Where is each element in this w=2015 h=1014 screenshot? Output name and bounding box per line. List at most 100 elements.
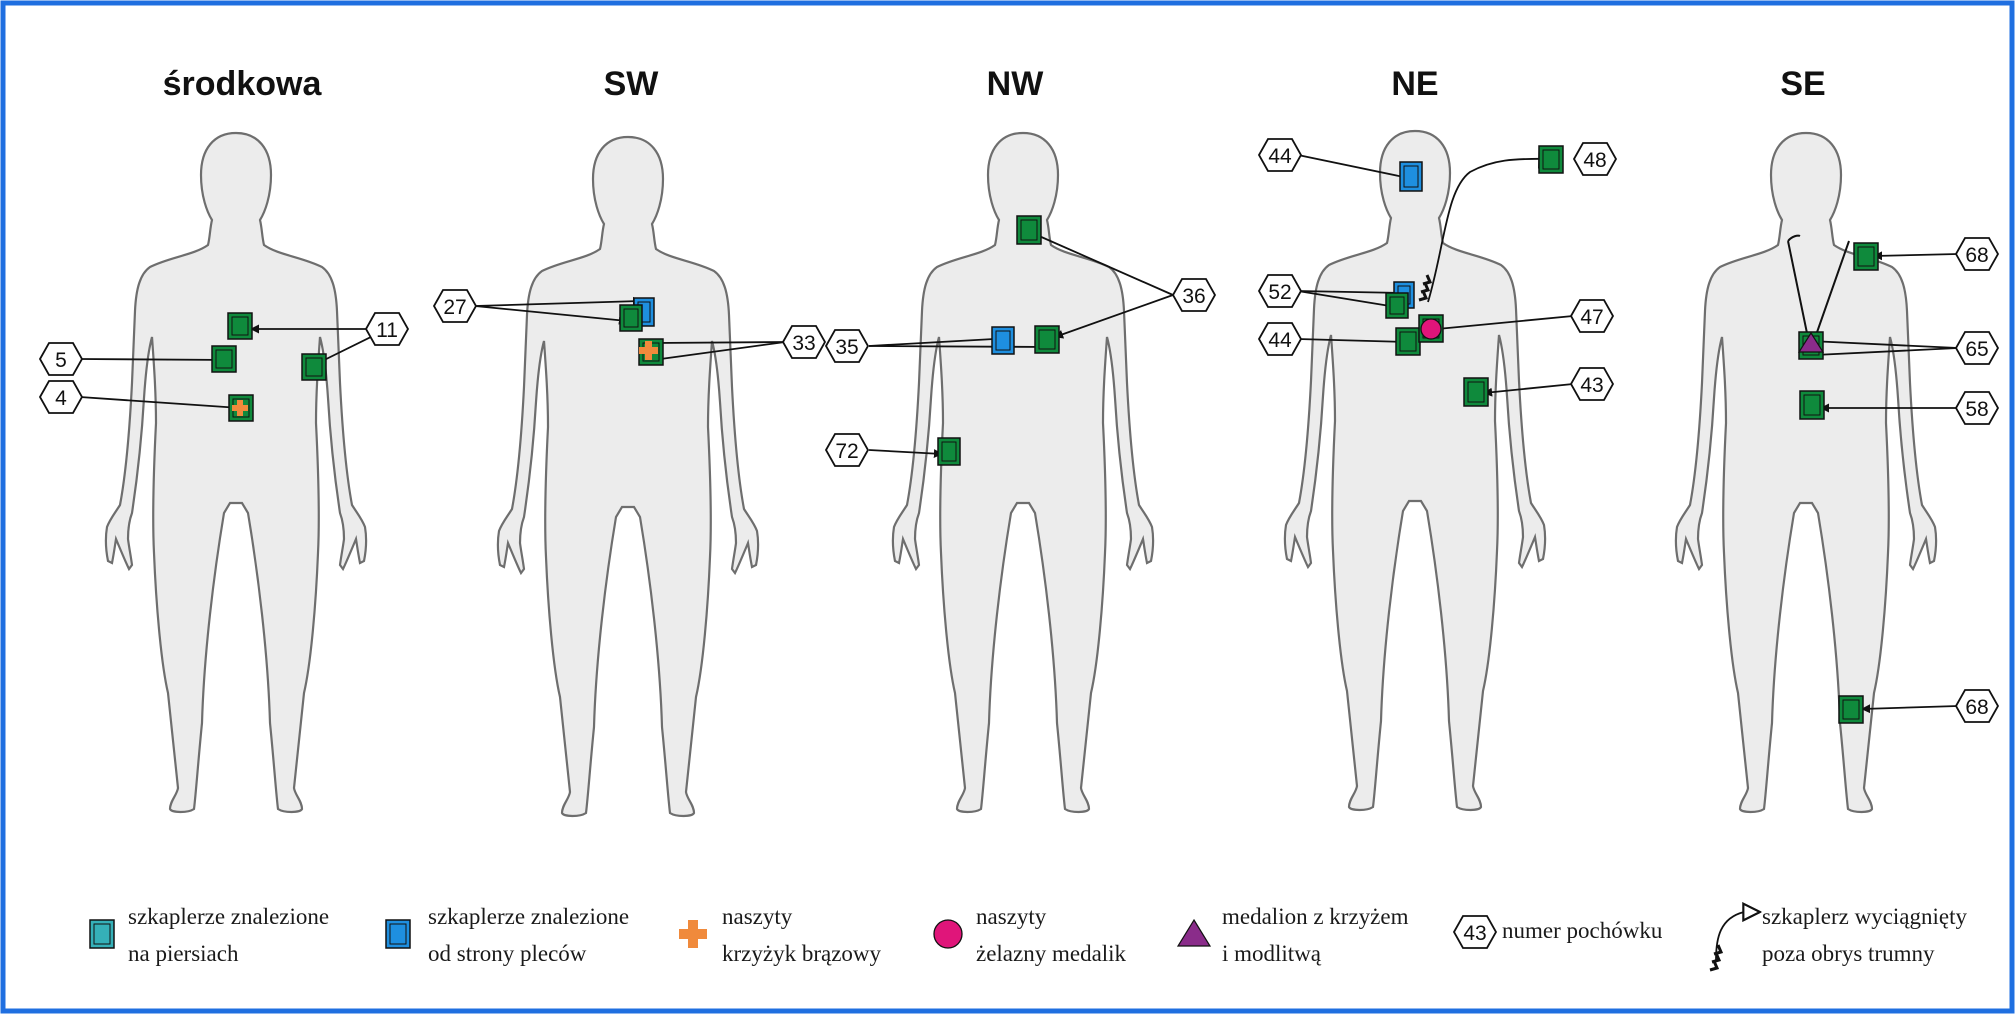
scapular-chest-icon (1385, 292, 1409, 319)
burial-number: 5 (55, 349, 67, 372)
legend-item-bronze-cross: naszyty krzyżyk brązowy (679, 904, 882, 966)
scapular-chest-icon (227, 312, 253, 340)
scapular-chest-icon (1799, 390, 1825, 420)
burial-label: 58 (1954, 391, 2000, 425)
burial-label: 47 (1569, 299, 1615, 333)
bronze-cross-icon (232, 400, 248, 416)
body-silhouette-sw (496, 135, 760, 818)
markers (211, 145, 1879, 724)
arrow-72 (868, 449, 943, 459)
legend-label-line1: medalion z krzyżem (1222, 904, 1409, 929)
burial-number: 44 (1268, 329, 1292, 352)
burial-number: 52 (1268, 281, 1291, 304)
scapular-chest-icon (937, 437, 961, 466)
arrow-4 (79, 396, 241, 412)
legend-label-line2: na piersiach (128, 941, 239, 966)
legend-label-line1: szkaplerze znalezione (428, 904, 629, 929)
arrow-27-b (474, 305, 628, 325)
legend: szkaplerze znalezione na piersiach szkap… (89, 904, 1967, 972)
section-title-ne: NE (1391, 65, 1438, 103)
burial-label: 44 (1257, 138, 1303, 172)
arrow-43 (1483, 383, 1574, 397)
legend-item-medallion: medalion z krzyżem i modlitwą (1176, 904, 1409, 966)
legend-label-line2: poza obrys trumny (1762, 941, 1935, 966)
burial-number: 72 (835, 440, 858, 463)
burial-label: 4 (38, 380, 84, 414)
iron-medal-icon (1420, 318, 1442, 340)
burial-label: 68 (1954, 689, 2000, 723)
legend-label-line2: żelazny medalik (976, 941, 1127, 966)
burial-label: 35 (824, 329, 870, 363)
legend-label-line2: i modlitwą (1222, 941, 1322, 966)
burial-label: 11 (364, 312, 410, 346)
scapular-back-icon (1399, 161, 1423, 192)
burial-label: 36 (1171, 278, 1217, 312)
medallion-triangle-legend-icon (1176, 918, 1212, 947)
legend-item-scapular-chest: szkaplerze znalezione na piersiach (89, 904, 329, 966)
section-title-sw: SW (604, 65, 660, 103)
arrow-36-a (1029, 231, 1174, 296)
burial-label: 27 (432, 289, 478, 323)
legend-item-burial-number: 43 numer pochówku (1452, 915, 1663, 949)
burial-label: 44 (1257, 322, 1303, 356)
burial-number: 33 (792, 332, 815, 355)
arrow-35-b (868, 342, 1055, 352)
scapular-chest-icon (1395, 327, 1421, 356)
scapular-chest-icon (619, 304, 643, 332)
bronze-cross-icon (639, 341, 658, 360)
arrow-65-a (1809, 336, 1959, 349)
legend-label-line1: szkaplerze znalezione (128, 904, 329, 929)
burial-label: 72 (824, 433, 870, 467)
arrow-33-b (645, 341, 786, 365)
arrow-52-b (1297, 290, 1397, 311)
arrow-27-a (474, 296, 642, 307)
arrow-35-a (868, 333, 1013, 347)
arrow-44-mid (1297, 337, 1407, 347)
burial-number: 68 (1965, 244, 1988, 267)
pulled-scapular-arrow-icon (1709, 912, 1760, 972)
scapular-chest-icon (1034, 325, 1060, 354)
burial-hexagon-icon (1452, 915, 1498, 949)
arrows (79, 155, 1959, 714)
legend-label-line1: naszyty (976, 904, 1047, 929)
scapular-chest-icon (1016, 215, 1042, 245)
arrow-36-b (1054, 294, 1174, 339)
burial-number: 58 (1965, 398, 1988, 421)
necklace-cord (1787, 234, 1850, 339)
body-silhouette-ne (1283, 129, 1547, 812)
scapular-chest-icon (1838, 695, 1864, 724)
burial-label: 68 (1954, 237, 2000, 271)
arrow-65-b (1814, 347, 1959, 360)
body-silhouette-srodkowa (104, 131, 368, 814)
section-title-srodkowa: środkowa (163, 65, 323, 103)
arrow-5 (79, 355, 234, 365)
burial-number: 4 (55, 387, 67, 410)
burial-label: 52 (1257, 274, 1303, 308)
arrow-33-a (653, 338, 786, 348)
legend-item-iron-medal: naszyty żelazny medalik (933, 904, 1127, 966)
burial-number: 65 (1965, 338, 1988, 361)
legend-item-scapular-back: szkaplerze znalezione od strony pleców (385, 904, 629, 966)
legend-item-pulled-scapular: szkaplerz wyciągnięty poza obrys trumny (1709, 904, 1967, 972)
pulled-scapular-chevrons (1418, 274, 1433, 302)
burial-label: 43 (1569, 367, 1615, 401)
legend-label-line1: szkaplerz wyciągnięty (1762, 904, 1967, 929)
section-title-nw: NW (987, 65, 1045, 103)
burial-labels: 11 5 4 27 33 36 35 72 (38, 138, 2000, 723)
burial-number: 36 (1182, 285, 1205, 308)
legend-label-line1: numer pochówku (1502, 918, 1663, 943)
burial-number: 47 (1580, 306, 1603, 329)
arrow-68-bottom (1861, 704, 1959, 714)
scapular-chest-icon (1853, 242, 1879, 271)
burial-number: 68 (1965, 696, 1988, 719)
arrow-68-top (1873, 251, 1959, 261)
arrow-pulled-48 (1427, 159, 1556, 303)
arrow-47 (1426, 315, 1574, 334)
bronze-cross-legend-icon (679, 920, 707, 948)
scapular-back-icon (991, 326, 1015, 355)
burial-number: 43 (1580, 374, 1603, 397)
scapular-chest-icon (211, 345, 237, 373)
